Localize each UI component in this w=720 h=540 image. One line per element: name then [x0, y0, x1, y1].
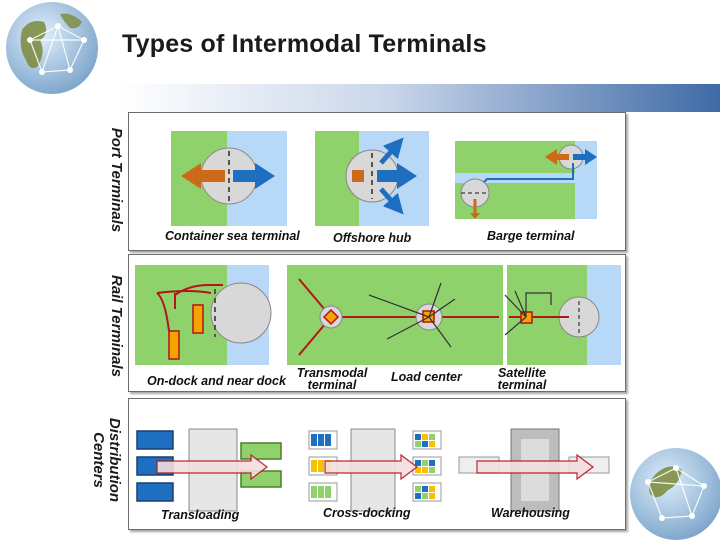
- satellite-terminal-diagram: [504, 265, 621, 365]
- transmodal-caption: Transmodal terminal: [296, 366, 368, 392]
- container-sea-terminal-diagram: [171, 131, 287, 226]
- container-sea-terminal-caption: Container sea terminal: [165, 229, 300, 243]
- arrow-icon: [476, 453, 594, 481]
- arrow-icon: [545, 149, 569, 165]
- transloading-diagram: [136, 428, 282, 512]
- crossdocking-diagram: [308, 428, 442, 512]
- arrow-icon: [233, 163, 275, 189]
- distribution-centers-panel: Transloading Cross-docking Warehousing: [128, 398, 626, 530]
- slide-title: Types of Intermodal Terminals: [122, 30, 487, 58]
- port-terminals-diagram: [171, 131, 597, 226]
- barge-terminal-diagram: [455, 141, 597, 219]
- header-gradient-bar: [118, 84, 720, 112]
- offshore-hub-diagram: [315, 131, 429, 226]
- warehousing-diagram: [458, 428, 610, 512]
- on-dock-caption: On-dock and near dock: [147, 374, 286, 388]
- distribution-centers-diagram: [136, 428, 610, 512]
- transloading-caption: Transloading: [161, 508, 240, 522]
- warehousing-caption: Warehousing: [491, 506, 570, 520]
- arrow-icon: [324, 453, 418, 481]
- globe-icon: [630, 448, 720, 540]
- hub-diamond-icon: [322, 308, 340, 326]
- port-terminals-panel: Container sea terminal Offshore hub Barg…: [128, 112, 626, 251]
- arrow-icon: [377, 163, 417, 189]
- offshore-hub-caption: Offshore hub: [333, 231, 412, 245]
- container-icon: [352, 170, 364, 182]
- arrow-icon: [156, 453, 268, 481]
- satellite-caption: Satellite terminal: [497, 366, 547, 392]
- barge-terminal-caption: Barge terminal: [487, 229, 575, 243]
- rail-track-icon: [156, 284, 223, 332]
- globe-icon: [6, 2, 98, 94]
- arrow-icon: [181, 163, 225, 189]
- on-dock-terminal-diagram: [135, 265, 272, 365]
- load-center-caption: Load center: [391, 370, 462, 384]
- distribution-centers-label: Distribution Centers: [90, 417, 123, 503]
- transmodal-load-center-diagram: [287, 265, 503, 365]
- rail-terminals-diagram: [135, 265, 621, 365]
- rail-terminals-panel: On-dock and near dock Transmodal termina…: [128, 254, 626, 392]
- crossdocking-caption: Cross-docking: [323, 506, 411, 520]
- arrow-icon: [573, 149, 597, 165]
